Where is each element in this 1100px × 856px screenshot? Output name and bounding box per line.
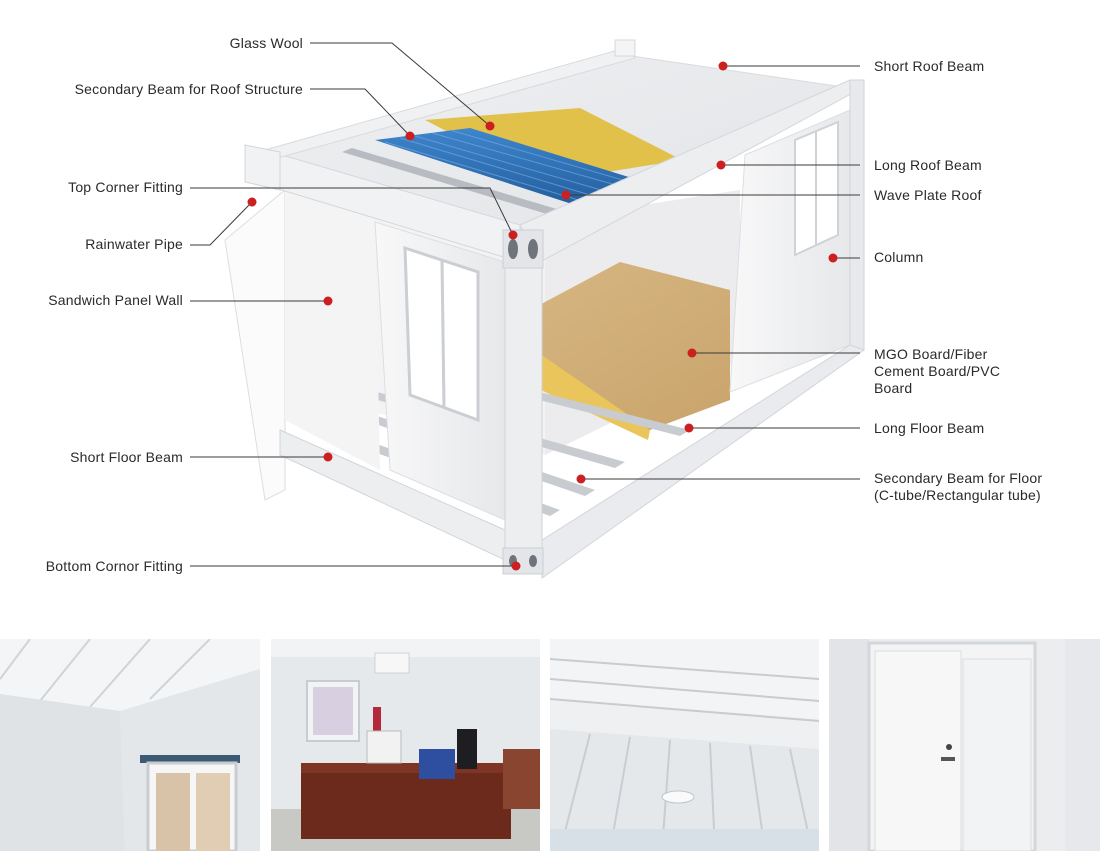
label-glass-wool: Glass Wool	[229, 35, 303, 51]
leader-top-corner	[190, 187, 514, 236]
secondary-roof-beam	[342, 148, 560, 215]
marker-short-floor-beam	[323, 452, 333, 462]
wave-ridges	[384, 129, 641, 203]
leader-lines	[190, 42, 860, 567]
floor-board	[455, 262, 730, 430]
label-long-roof-beam: Long Roof Beam	[874, 157, 982, 173]
label-top-corner-fitting: Top Corner Fitting	[68, 179, 183, 195]
photo-entry-door	[829, 639, 1100, 851]
label-mgo-line-1: MGO Board/Fiber	[874, 346, 988, 362]
marker-bottom-corner	[511, 561, 521, 571]
marker-column	[828, 253, 838, 263]
label-secondary-floor-line-2: (C-tube/Rectangular tube)	[874, 487, 1041, 503]
marker-glass-wool	[485, 121, 495, 131]
label-short-roof-beam: Short Roof Beam	[874, 58, 985, 74]
photo-interior-corner-window	[0, 639, 260, 851]
label-column: Column	[874, 249, 924, 265]
markers	[247, 61, 838, 571]
top-corner-back	[614, 39, 636, 57]
marker-mgo	[687, 348, 697, 358]
end-wall-inner	[285, 190, 380, 470]
top-left-fitting	[244, 144, 281, 191]
photo-ceiling-with-light	[550, 639, 819, 851]
label-bottom-corner-fitting: Bottom Cornor Fitting	[45, 558, 183, 574]
label-long-floor-beam: Long Floor Beam	[874, 420, 985, 436]
label-mgo-line-2: Cement Board/PVC	[874, 363, 1001, 379]
label-rainwater-pipe: Rainwater Pipe	[85, 236, 183, 252]
label-secondary-floor-line-1: Secondary Beam for Floor	[874, 470, 1043, 486]
wave-plate-layer	[375, 128, 645, 205]
marker-sandwich-wall	[323, 296, 333, 306]
photo-office-with-desk	[271, 639, 540, 851]
label-short-floor-beam: Short Floor Beam	[70, 449, 183, 465]
corner-column	[504, 229, 543, 569]
label-secondary-beam-floor: Secondary Beam for Floor (C-tube/Rectang…	[874, 470, 1042, 504]
marker-rainwater	[247, 197, 257, 207]
column	[849, 79, 865, 359]
leader-glass-wool	[310, 42, 491, 127]
label-secondary-beam-roof: Secondary Beam for Roof Structure	[74, 81, 303, 97]
marker-secondary-roof-beam	[405, 131, 415, 141]
leader-rainwater	[190, 201, 253, 246]
marker-long-roof-beam	[716, 160, 726, 170]
marker-top-corner	[508, 230, 518, 240]
label-wave-plate-roof: Wave Plate Roof	[874, 187, 982, 203]
marker-wave-plate	[561, 190, 571, 200]
label-mgo-line-3: Board	[874, 380, 913, 396]
label-mgo-board: MGO Board/Fiber Cement Board/PVC Board	[874, 346, 1000, 397]
marker-secondary-floor-beam	[576, 474, 586, 484]
marker-short-roof-beam	[718, 61, 728, 71]
marker-long-floor-beam	[684, 423, 694, 433]
label-sandwich-panel-wall: Sandwich Panel Wall	[48, 292, 183, 308]
end-door-panel	[224, 188, 286, 501]
leader-secondary-roof-beam	[310, 88, 411, 137]
